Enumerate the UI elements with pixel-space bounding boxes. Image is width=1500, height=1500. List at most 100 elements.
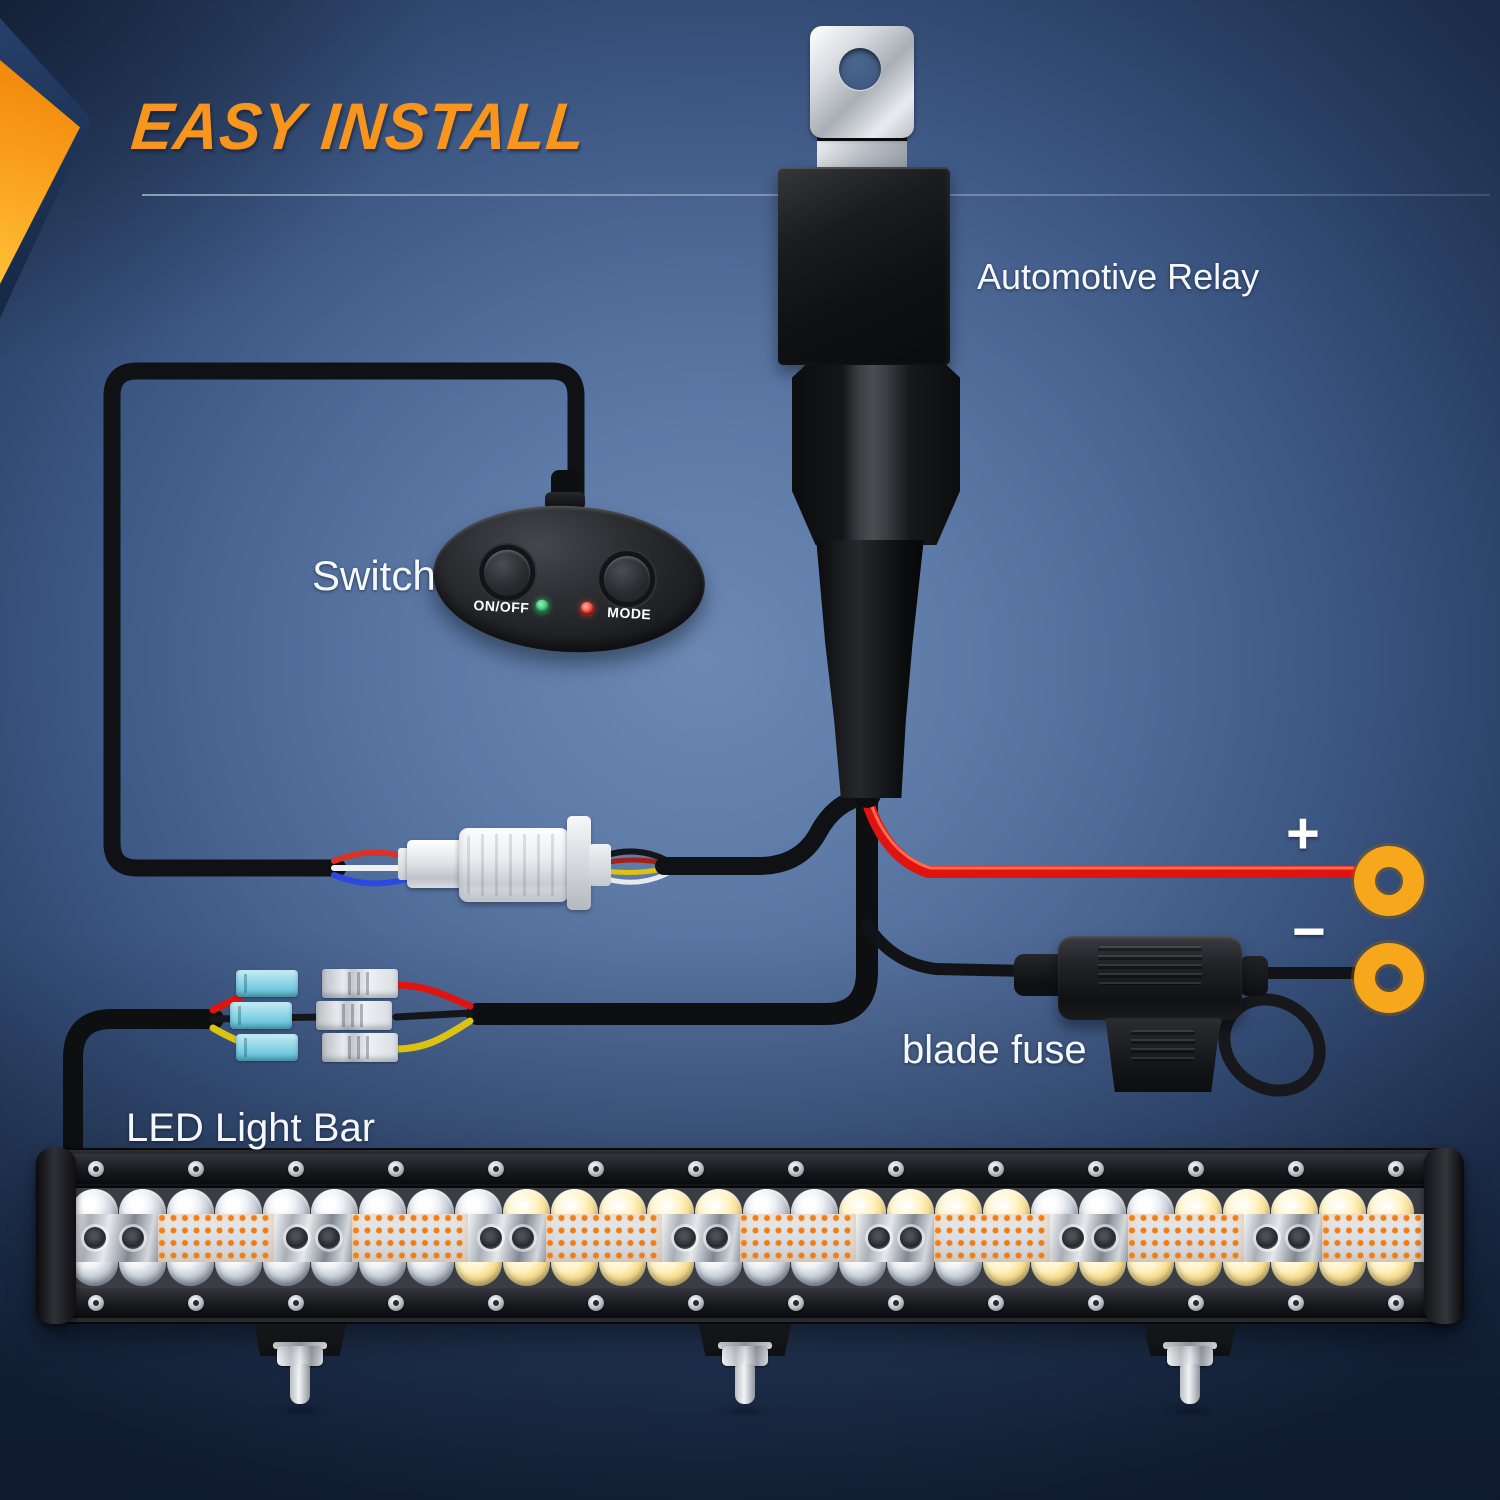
main-down-cable [466, 782, 878, 1025]
connector-body [459, 828, 569, 902]
rail-screw [88, 1161, 104, 1177]
power-led-indicator [535, 599, 549, 613]
lightbar-pigtail-cable [63, 1009, 224, 1168]
bar-led-face [70, 1186, 1430, 1290]
amber-led-section [1322, 1214, 1430, 1262]
rail-screw [488, 1295, 504, 1311]
blue-spade-connector [230, 1002, 292, 1029]
rail-screw [188, 1295, 204, 1311]
amber-led-section [1128, 1214, 1244, 1262]
rail-screw [488, 1161, 504, 1177]
chrome-reflector [468, 1214, 546, 1262]
led-light-bar [36, 1148, 1464, 1324]
light-bar-label: LED Light Bar [126, 1106, 376, 1150]
fuse-label: blade fuse [902, 1028, 1087, 1072]
relay-socket [792, 365, 960, 545]
bolt-shadow [274, 1406, 326, 1416]
bolt-shadow [719, 1406, 771, 1416]
relay-bracket-hole [839, 48, 881, 90]
bolt-washer [1163, 1342, 1217, 1349]
rail-screw [988, 1295, 1004, 1311]
bolt-shaft [1180, 1364, 1200, 1404]
switch-label: Switch [312, 552, 436, 599]
amber-led-section [546, 1214, 662, 1262]
bolt-hex-nut [722, 1346, 768, 1366]
rail-screw [588, 1295, 604, 1311]
rail-screw [288, 1295, 304, 1311]
fuse-branch-wire [861, 919, 1036, 977]
on-off-label: ON/OFF [473, 597, 530, 616]
positive-red-wire [863, 800, 1359, 878]
minus-sign: − [1292, 899, 1326, 964]
blue-spade-connector [236, 970, 298, 997]
chrome-reflector [662, 1214, 740, 1262]
amber-led-strip [70, 1214, 1430, 1262]
rail-screw [1288, 1295, 1304, 1311]
rail-screw [988, 1161, 1004, 1177]
rail-screw [788, 1295, 804, 1311]
mode-button [602, 554, 652, 604]
relay-body [778, 167, 950, 365]
fuse-ribs [1098, 946, 1202, 985]
rail-screw [1188, 1161, 1204, 1177]
rail-screw [1388, 1295, 1404, 1311]
amber-led-section [740, 1214, 856, 1262]
positive-red-wire-highlight [869, 802, 1355, 870]
bolt-hex-nut [1167, 1346, 1213, 1366]
chrome-reflector [274, 1214, 352, 1262]
blue-spade-connector [236, 1034, 298, 1061]
rail-screw [88, 1295, 104, 1311]
fuse-right-cap [1240, 956, 1268, 996]
rail-screw [1188, 1295, 1204, 1311]
rail-screw [1388, 1161, 1404, 1177]
spade-wire-red [392, 981, 474, 1010]
spade-wire-black [392, 1009, 474, 1021]
chrome-reflector [1050, 1214, 1128, 1262]
male-spade-terminal [316, 1001, 392, 1030]
fuse-cover-ribs [1130, 1029, 1196, 1061]
rail-screw [888, 1295, 904, 1311]
amber-led-section [158, 1214, 274, 1262]
bolt-hex-nut [277, 1346, 323, 1366]
chrome-reflector [1244, 1214, 1322, 1262]
bar-top-rail [48, 1154, 1452, 1184]
fuse-left-cap [1014, 954, 1066, 996]
male-spade-terminal [322, 969, 398, 998]
fuse-body [1058, 936, 1242, 1020]
rail-screw [688, 1295, 704, 1311]
rail-screw [688, 1161, 704, 1177]
chrome-reflector [856, 1214, 934, 1262]
bolt-washer [718, 1342, 772, 1349]
rail-screw [288, 1161, 304, 1177]
relay-label: Automotive Relay [977, 256, 1260, 297]
bar-endcap-right [1424, 1148, 1464, 1324]
rail-screw [188, 1161, 204, 1177]
mode-label: MODE [606, 604, 652, 623]
connector-wing [407, 840, 463, 888]
fuse-cover [1105, 1018, 1221, 1092]
plus-sign: + [1286, 801, 1320, 866]
rail-screw [788, 1161, 804, 1177]
connector-flange [567, 816, 591, 910]
relay-drop-cable [655, 787, 875, 875]
spade-wire-yellow [392, 1017, 474, 1053]
rail-screw [1088, 1161, 1104, 1177]
on-off-button [483, 548, 532, 597]
bolt-washer [273, 1342, 327, 1349]
rail-screw [888, 1161, 904, 1177]
amber-led-section [934, 1214, 1050, 1262]
relay-mounting-bracket [810, 26, 914, 138]
rail-screw [588, 1161, 604, 1177]
bolt-shaft [290, 1364, 310, 1404]
male-spade-terminal [322, 1033, 398, 1062]
rail-screw [388, 1161, 404, 1177]
chrome-reflector [70, 1214, 158, 1262]
bar-endcap-left [36, 1148, 76, 1324]
bolt-shaft [735, 1364, 755, 1404]
positive-ring-terminal [1354, 846, 1424, 916]
negative-ring-terminal [1354, 943, 1424, 1013]
rail-screw [1288, 1161, 1304, 1177]
switch-loop-cable [103, 362, 585, 877]
bolt-shadow [1164, 1406, 1216, 1416]
